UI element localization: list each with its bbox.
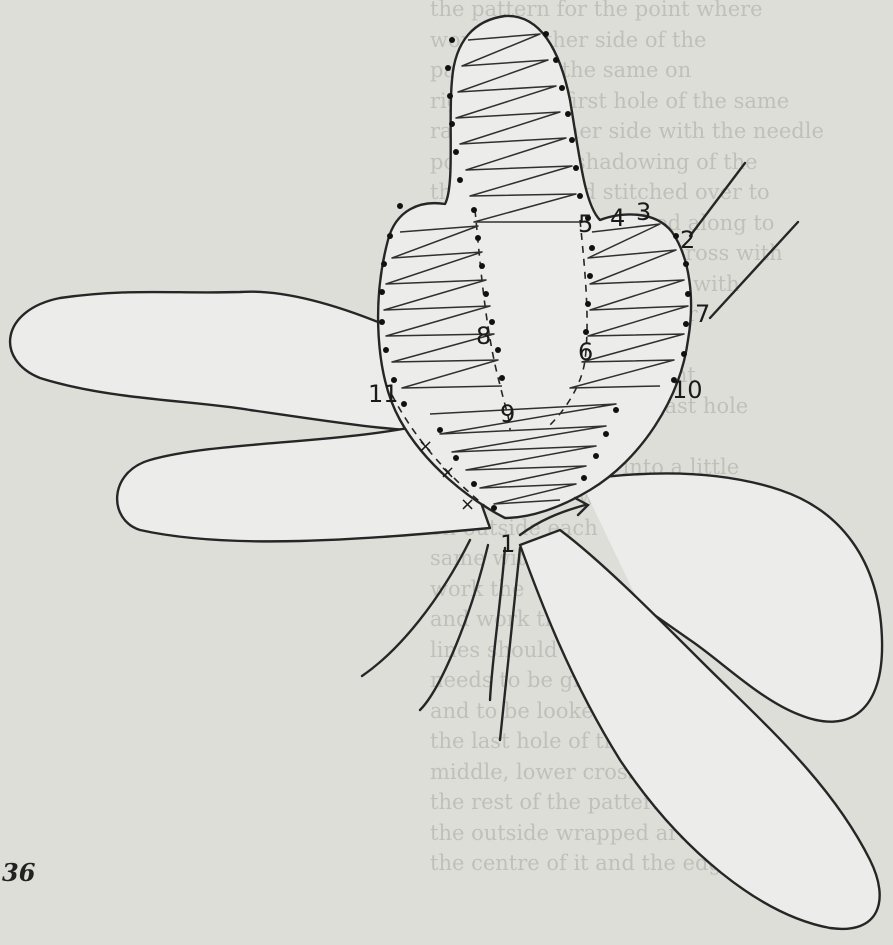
label-4: 4 xyxy=(610,204,625,232)
label-2: 2 xyxy=(680,226,695,254)
page-number: 36 xyxy=(2,858,35,887)
label-1: 1 xyxy=(500,530,515,558)
label-7: 7 xyxy=(695,300,710,328)
x-mark-1: × xyxy=(418,436,433,457)
label-6: 6 xyxy=(578,338,593,366)
label-8: 8 xyxy=(476,322,491,350)
label-5: 5 xyxy=(578,210,593,238)
x-mark-3: × xyxy=(460,494,475,515)
label-11: 11 xyxy=(368,380,399,408)
label-9: 9 xyxy=(500,400,515,428)
x-mark-2: × xyxy=(440,462,455,483)
label-10: 10 xyxy=(672,376,703,404)
label-3: 3 xyxy=(636,198,651,226)
